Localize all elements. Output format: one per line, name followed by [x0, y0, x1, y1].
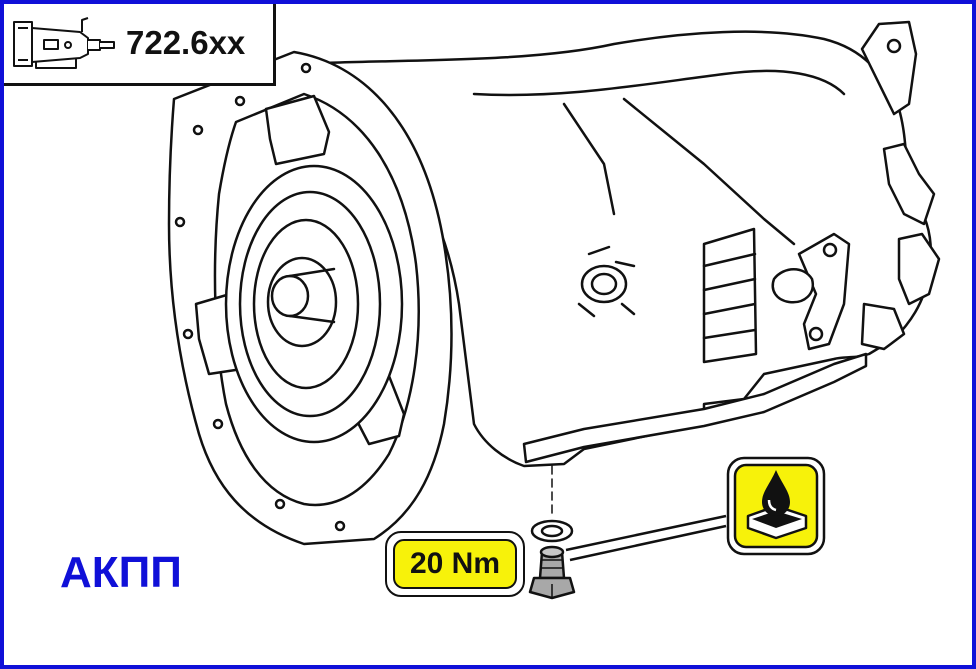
- case-ridge-2: [562, 102, 616, 216]
- transmission-drawing: [167, 20, 941, 600]
- rear-flange-hole: [886, 38, 902, 54]
- flange-hole: [300, 62, 312, 74]
- leader-line-2: [569, 524, 727, 562]
- side-boss: [771, 268, 815, 304]
- rear-flange: [860, 20, 918, 116]
- flange-hole: [174, 216, 186, 228]
- rear-housing-detail-3: [860, 302, 906, 351]
- case-ridge: [472, 69, 846, 97]
- side-bracket: [797, 232, 851, 351]
- rim-tab-top: [264, 94, 331, 166]
- leader-line: [565, 514, 727, 552]
- oil-drop-pan-icon: [726, 456, 826, 556]
- transmission-label: АКПП: [60, 548, 182, 597]
- rear-housing-detail-2: [897, 232, 941, 306]
- torque-badge: 20 Nm: [385, 531, 525, 597]
- flange-hole: [182, 328, 194, 340]
- transmission-case: [302, 30, 933, 468]
- model-code: 722.6xx: [126, 24, 246, 61]
- flange-hole: [334, 520, 346, 532]
- flange-hole: [234, 95, 246, 107]
- side-bracket-hole-top: [822, 242, 838, 258]
- oil-pan: [522, 352, 868, 464]
- flange-hole: [212, 418, 224, 430]
- input-shaft: [270, 274, 310, 318]
- model-box: 722.6xx: [4, 4, 276, 86]
- flange-hole: [192, 124, 204, 136]
- case-ridge-3: [622, 97, 796, 246]
- rear-housing-detail: [882, 142, 936, 226]
- transmission-gearbox-icon: [13, 17, 115, 69]
- flange-hole: [274, 498, 286, 510]
- side-bracket-hole-bottom: [808, 326, 824, 342]
- torque-value: 20 Nm: [393, 539, 517, 589]
- vent-fins: [702, 227, 758, 364]
